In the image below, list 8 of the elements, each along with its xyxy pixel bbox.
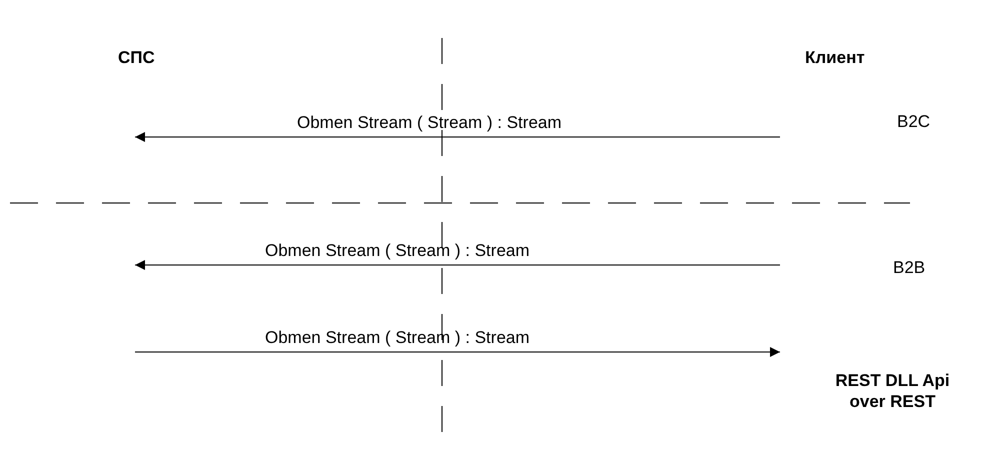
note-text: B2C [897, 112, 930, 132]
lifeline-heading: Клиент [805, 48, 865, 68]
note-text: B2B [893, 258, 926, 278]
message-label: Obmen Stream ( Stream ) : Stream [297, 113, 562, 133]
note-text: REST DLL Api over REST [834, 370, 951, 412]
lifeline-heading: СПС [118, 48, 155, 68]
message-label: Obmen Stream ( Stream ) : Stream [265, 241, 530, 261]
message-label: Obmen Stream ( Stream ) : Stream [265, 328, 530, 348]
